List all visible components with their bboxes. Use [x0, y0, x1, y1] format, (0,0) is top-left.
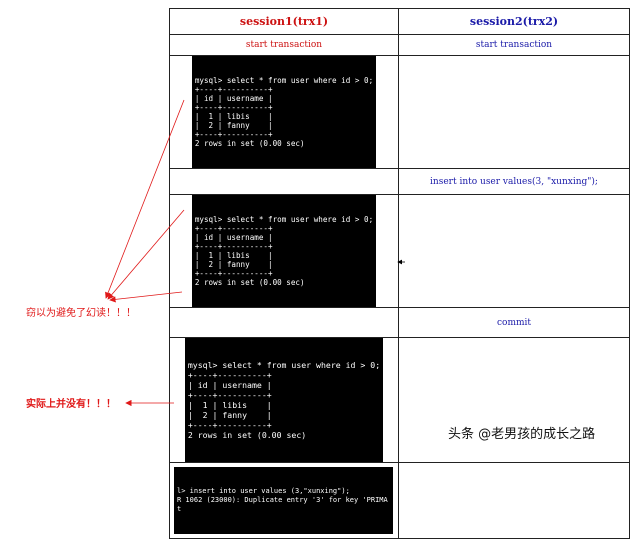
terminal-line: +----+----------+ — [194, 85, 273, 94]
session1-header: session1(trx1) — [169, 8, 399, 35]
terminal-output-2: mysql> select * from user where id > 0;+… — [191, 195, 377, 307]
trx1-insert-error-cell: l> insert into user values (3,"xunxing")… — [169, 462, 399, 539]
terminal-line: +----+----------+ — [194, 269, 273, 278]
terminal-line: | id | username | — [194, 233, 273, 242]
terminal-line: | 1 | libis | — [194, 112, 273, 121]
annotation-thought-avoided-phantom-read: 窃以为避免了幻读！！！ — [26, 308, 136, 319]
trx1-select-cell-3: mysql> select * from user where id > 0;+… — [169, 337, 399, 463]
terminal-line: | 1 | libis | — [194, 251, 273, 260]
watermark: 头条 @老男孩的成长之路 — [448, 427, 596, 442]
terminal-line: +----+----------+ — [187, 370, 272, 380]
arrow-from-select-3 — [109, 291, 183, 303]
terminal-line: | 2 | fanny | — [187, 410, 272, 420]
trx1-select-cell-2: mysql> select * from user where id > 0;+… — [169, 194, 399, 308]
commit-row: commit — [169, 307, 630, 338]
trx2-empty-cell-2 — [398, 194, 630, 308]
trx2-empty-cell-3 — [398, 337, 630, 463]
select-row-3: mysql> select * from user where id > 0;+… — [169, 337, 630, 463]
trx2-insert-statement: insert into user values(3, "xunxing"); — [398, 168, 630, 195]
terminal-line: +----+----------+ — [187, 420, 272, 430]
terminal-line: | 2 | fanny | — [194, 260, 273, 269]
annotation-actually-not: 实际上并没有！！！ — [26, 399, 116, 410]
annotation-arrows — [105, 99, 405, 407]
terminal-line: | 2 | fanny | — [194, 121, 273, 130]
terminal-line: 2 rows in set (0.00 sec) — [194, 278, 305, 287]
terminal-line: | 1 | libis | — [187, 400, 272, 410]
terminal-line: +----+----------+ — [194, 103, 273, 112]
terminal-line: mysql> select * from user where id > 0; — [194, 215, 374, 224]
terminal-line: l> insert into user values (3,"xunxing")… — [177, 487, 350, 495]
trx2-commit: commit — [398, 307, 630, 338]
insert-error-row: l> insert into user values (3,"xunxing")… — [169, 462, 630, 539]
terminal-line: +----+----------+ — [194, 242, 273, 251]
terminal-line: 2 rows in set (0.00 sec) — [194, 139, 305, 148]
terminal-line: mysql> select * from user where id > 0; — [194, 76, 374, 85]
header-row: session1(trx1) session2(trx2) — [169, 8, 630, 35]
trx2-empty-cell-4 — [398, 462, 630, 539]
terminal-output-3: mysql> select * from user where id > 0;+… — [184, 338, 384, 462]
terminal-line: mysql> select * from user where id > 0; — [187, 360, 381, 370]
terminal-line: R 1062 (23000): Duplicate entry '3' for … — [177, 496, 388, 504]
insert-row: insert into user values(3, "xunxing"); — [169, 168, 630, 195]
terminal-line: +----+----------+ — [187, 390, 272, 400]
arrow-from-select-1 — [105, 99, 185, 299]
session2-header: session2(trx2) — [398, 8, 630, 35]
terminal-line: +----+----------+ — [194, 130, 273, 139]
terminal-error-output: l> insert into user values (3,"xunxing")… — [174, 467, 393, 534]
terminal-line: | id | username | — [194, 94, 273, 103]
trx1-select-cell-1: mysql> select * from user where id > 0;+… — [169, 55, 399, 169]
trx1-empty-cell-3 — [169, 307, 399, 338]
terminal-line: 2 rows in set (0.00 sec) — [187, 430, 307, 440]
terminal-line: +----+----------+ — [194, 224, 273, 233]
arrow-from-select-2 — [107, 209, 185, 300]
select-row-2: mysql> select * from user where id > 0;+… — [169, 194, 630, 308]
terminal-line: | id | username | — [187, 380, 272, 390]
terminal-output-1: mysql> select * from user where id > 0;+… — [191, 56, 377, 168]
terminal-line: t — [177, 505, 182, 513]
